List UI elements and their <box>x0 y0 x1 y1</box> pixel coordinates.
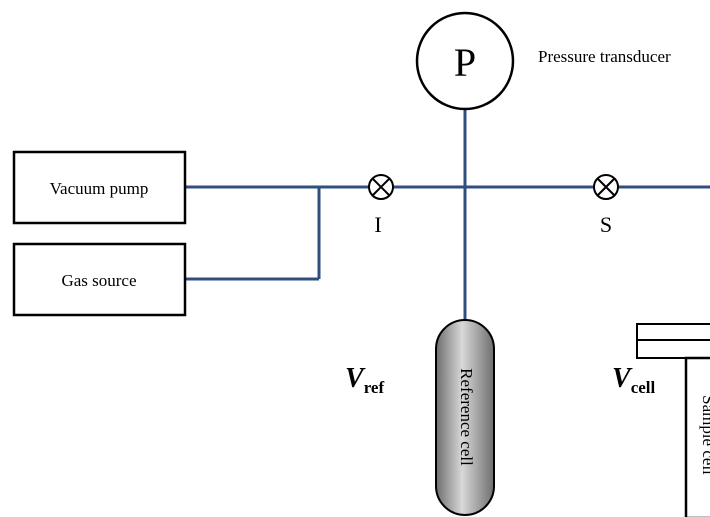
sample-cell-cap-bottom <box>636 339 710 359</box>
v-cell-label: Vcell <box>612 363 656 397</box>
gas-source: Gas source <box>12 242 187 317</box>
pressure-symbol: P <box>454 40 476 85</box>
valve-sample: S <box>593 174 619 237</box>
reference-cell: Reference cell Vref <box>345 319 495 516</box>
v-ref-subscript: ref <box>364 378 385 397</box>
v-cell-symbol: V <box>612 363 633 394</box>
sample-cell-body <box>684 356 710 517</box>
pressure-gauge-circle <box>415 11 515 111</box>
v-cell-subscript: cell <box>631 378 656 397</box>
valve-i-label: I <box>374 212 381 237</box>
sample-cell: Sample cell Vcell <box>612 323 710 517</box>
pipe-network <box>186 108 710 320</box>
vacuum-pump: Vacuum pump <box>12 150 187 225</box>
valve-inlet: I <box>368 174 394 237</box>
v-ref-label: Vref <box>345 363 384 397</box>
valve-s-cross-b <box>596 177 616 197</box>
gas-source-box <box>12 242 187 317</box>
reference-cell-label: Reference cell <box>457 368 476 466</box>
valve-s-label: S <box>600 212 612 237</box>
sample-cell-cap-top <box>636 323 710 341</box>
sample-cell-label: Sample cell <box>699 395 710 475</box>
v-ref-symbol: V <box>345 363 366 394</box>
vacuum-pump-label: Vacuum pump <box>50 179 149 198</box>
pressure-transducer-label: Pressure transducer <box>538 47 671 66</box>
pressure-transducer: P Pressure transducer <box>415 11 671 111</box>
gas-source-label: Gas source <box>61 271 136 290</box>
valve-i-cross-b <box>371 177 391 197</box>
vacuum-pump-box <box>12 150 187 225</box>
reference-cell-body <box>435 319 495 516</box>
